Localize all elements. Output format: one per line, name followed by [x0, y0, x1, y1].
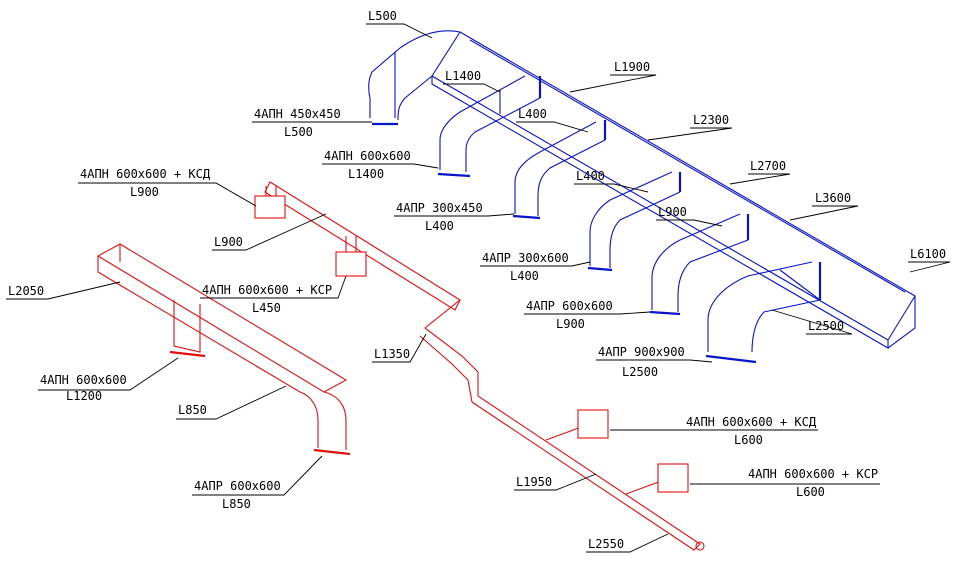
label-l900-blue: L900: [658, 205, 687, 219]
label-l500-top: L500: [368, 9, 397, 23]
label-l400-a: L400: [518, 107, 547, 121]
grille-6-type: 4АПР 900x900: [598, 345, 685, 359]
grille-1-type: 4АПН 450x450: [254, 107, 341, 121]
label-l2550: L2550: [588, 537, 624, 551]
label-l2500-blue: L2500: [808, 319, 844, 333]
red-grille-1-length: L900: [130, 185, 159, 199]
label-l900-red: L900: [214, 235, 243, 249]
label-l2050: L2050: [8, 284, 44, 298]
grille-5-type: 4АПР 600x600: [526, 299, 613, 313]
exhaust-rect-duct: [96, 243, 351, 456]
label-l3600: L3600: [815, 191, 851, 205]
red-grille-4-type: 4АПР 600x600: [194, 479, 281, 493]
grille-3-length: L400: [425, 219, 454, 233]
red-grille-6-type: 4АПН 600x600 + КСР: [748, 467, 878, 481]
label-l2700: L2700: [750, 159, 786, 173]
label-l400-b: L400: [576, 169, 605, 183]
red-grille-1-type: 4АПН 600x600 + КСД: [80, 167, 211, 181]
leader-lines: [6, 23, 951, 553]
label-l2300: L2300: [693, 113, 729, 127]
label-l1350: L1350: [374, 347, 410, 361]
grille-5-length: L900: [556, 317, 585, 331]
label-l1950: L1950: [516, 475, 552, 489]
label-l1900: L1900: [614, 60, 650, 74]
red-grille-2-type: 4АПН 600x600 + КСР: [202, 283, 332, 297]
annotation-labels: L500 L1400 L1900 L400 L2300 L400 L2700 L…: [8, 9, 946, 551]
red-grille-2-length: L450: [252, 301, 281, 315]
grille-2-type: 4АПН 600x600: [324, 149, 411, 163]
grille-3-type: 4АПР 300x450: [396, 201, 483, 215]
label-l1400-top: L1400: [445, 69, 481, 83]
red-grille-6-length: L600: [796, 485, 825, 499]
exhaust-round-duct: [254, 181, 705, 551]
grille-4-length: L400: [510, 269, 539, 283]
supply-duct-system: [368, 30, 916, 364]
red-grille-3-type: 4АПН 600x600: [40, 373, 127, 387]
grille-2-length: L1400: [348, 167, 384, 181]
label-l6100: L6100: [910, 247, 946, 261]
red-grille-4-length: L850: [222, 497, 251, 511]
red-grille-5-type: 4АПН 600x600 + КСД: [686, 415, 817, 429]
label-l850-red: L850: [178, 403, 207, 417]
grille-6-length: L2500: [622, 365, 658, 379]
red-grille-5-length: L600: [734, 433, 763, 447]
red-grille-3-length: L1200: [66, 389, 102, 403]
grille-4-type: 4АПР 300x600: [482, 251, 569, 265]
grille-1-length: L500: [284, 125, 313, 139]
